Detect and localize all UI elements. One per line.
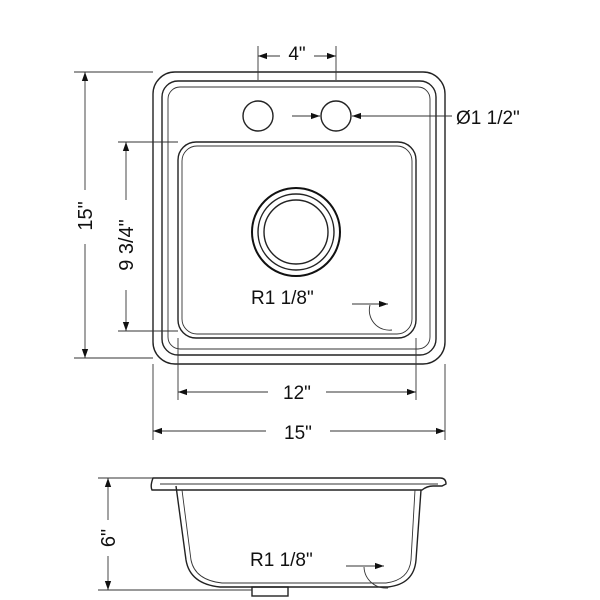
- sink-side-bowl-inner: [181, 489, 416, 584]
- bowl-inner-outline: [181, 145, 413, 335]
- overall-depth-label: 15": [75, 201, 97, 230]
- bowl-height-label: 6": [98, 529, 120, 547]
- bowl-depth-label: 9 3/4": [116, 219, 138, 271]
- sink-side-view: 6" R1 1/8": [98, 477, 447, 597]
- drain-outer-ring: [251, 187, 341, 277]
- sink-side-bowl-outer: [175, 485, 422, 588]
- corner-radius-side-label: R1 1/8": [250, 550, 313, 571]
- drain-mid-ring: [257, 193, 335, 271]
- sink-side-rim: [150, 477, 447, 491]
- sink-drain-stub: [251, 586, 289, 597]
- faucet-spacing-label: 4": [288, 44, 305, 65]
- faucet-hole-left: [242, 100, 274, 132]
- drain-inner-ring: [263, 199, 329, 265]
- sink-top-view: 4" Ø1 1/2" 15" 9 3/4" R1 1/8" 12" 1: [74, 44, 520, 444]
- bowl-width-label: 12": [283, 383, 311, 404]
- faucet-hole-diameter-label: Ø1 1/2": [456, 108, 520, 129]
- overall-width-label: 15": [284, 423, 312, 444]
- faucet-hole-right: [320, 100, 352, 132]
- corner-radius-top-label: R1 1/8": [251, 288, 314, 309]
- bowl-outline: [177, 141, 417, 339]
- sink-outer-rim: [152, 71, 446, 365]
- sink-deck-edge: [167, 86, 431, 350]
- sink-inner-rim: [161, 80, 437, 356]
